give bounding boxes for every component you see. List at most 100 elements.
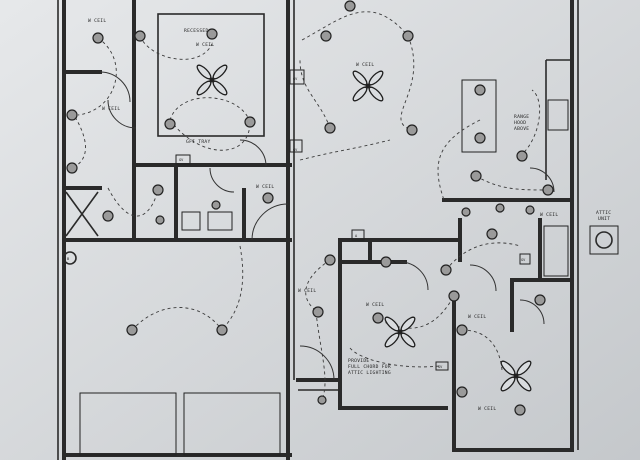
- panel-box-hall: [351, 229, 365, 241]
- fireplace-box: [289, 69, 305, 85]
- light-fixture: [448, 290, 460, 302]
- light-fixture: [66, 162, 78, 174]
- attic-unit-box: [589, 225, 619, 255]
- tray-ceiling-outline: [157, 13, 265, 137]
- walls: [57, 0, 619, 460]
- door-swing-bath2: [469, 264, 497, 292]
- wire-2: [71, 111, 86, 169]
- light-fixture: [164, 118, 176, 130]
- gv-box-bath: [519, 253, 531, 265]
- light-fixture: [474, 84, 486, 96]
- ceiling-label: W CEIL: [468, 314, 486, 320]
- wire-5: [169, 97, 251, 123]
- light-fixture: [134, 30, 146, 42]
- light-fixture: [495, 203, 505, 213]
- gfi-tray-label: GFI TRAY: [186, 139, 211, 145]
- wire-4: [169, 119, 251, 151]
- ceiling-label: W CEIL: [196, 42, 214, 48]
- annotations: W CEIL W CEIL RECESSED W CEIL GFI TRAY G…: [67, 18, 611, 412]
- wire-9: [301, 11, 409, 41]
- recessed-label: RECESSED: [184, 28, 209, 34]
- washer-box: [181, 211, 201, 231]
- attic-unit-circle: [595, 231, 613, 249]
- ceiling-label: W CEIL: [88, 18, 106, 24]
- light-fixture: [380, 256, 392, 268]
- wire-19: [461, 329, 503, 371]
- wire-13: [437, 119, 481, 201]
- wire-12: [299, 139, 391, 161]
- provide-note: PROVIDE: [348, 358, 369, 364]
- tag-label: B: [67, 257, 69, 261]
- water-heater: [63, 251, 77, 265]
- light-fixtures: [66, 0, 554, 416]
- light-fixture: [461, 207, 471, 217]
- light-fixture: [456, 386, 468, 398]
- gv-box-bedroom: [175, 154, 191, 165]
- door-swings: [99, 71, 555, 381]
- light-fixture: [206, 28, 218, 40]
- wire-20: [349, 347, 441, 368]
- wire-16: [305, 259, 331, 313]
- gv-label: GV: [521, 258, 526, 262]
- gv-label: GV: [293, 77, 298, 81]
- wire-11: [400, 35, 415, 131]
- wire-3: [139, 35, 213, 60]
- ceiling-label: W CEIL: [366, 302, 384, 308]
- ceiling-label: W CEIL: [102, 106, 120, 112]
- light-fixture: [486, 228, 498, 240]
- ceiling-label: W CEIL: [356, 62, 374, 68]
- ceiling-fan-icon: [352, 70, 384, 102]
- light-fixture: [344, 0, 356, 12]
- range-hood-label: RANGE: [514, 114, 529, 120]
- door-swing-hall: [107, 99, 137, 129]
- light-fixture: [244, 116, 256, 128]
- wire-15: [475, 175, 549, 191]
- ceiling-fan-icon: [196, 64, 228, 96]
- wire-8: [131, 307, 223, 331]
- ceiling-label: W CEIL: [478, 406, 496, 412]
- light-fixture: [211, 200, 221, 210]
- range-box: [547, 99, 569, 131]
- door-swing-bedroom: [239, 139, 267, 167]
- tag-label: A: [355, 234, 358, 238]
- provide-note: FULL CHORD FOR: [348, 364, 391, 370]
- gv-label: GV: [438, 365, 443, 369]
- ceiling-label: W CEIL: [298, 288, 316, 294]
- light-fixture: [92, 32, 104, 44]
- light-fixture: [514, 404, 526, 416]
- gv-box-bedroom3: [435, 361, 449, 371]
- light-fixture: [525, 205, 535, 215]
- range-hood-label: ABOVE: [514, 126, 529, 132]
- wire-1: [77, 37, 117, 116]
- light-fixture: [474, 132, 486, 144]
- light-fixture: [406, 124, 418, 136]
- door-swing-entry: [299, 345, 335, 381]
- light-fixture: [440, 264, 452, 276]
- light-fixture: [542, 184, 554, 196]
- light-fixture: [470, 170, 482, 182]
- light-fixture: [534, 294, 546, 306]
- wire-6: [107, 187, 159, 217]
- wiring: [71, 11, 549, 401]
- door-swing-laundry: [209, 167, 235, 193]
- wire-10: [299, 59, 331, 129]
- door-swing-pantry: [529, 167, 555, 193]
- door-swing-garage: [251, 203, 289, 241]
- attic-unit-label: ATTIC: [596, 210, 611, 216]
- ceiling-fan-icon: [384, 316, 416, 348]
- closet-x-2: [65, 191, 99, 237]
- light-fixture: [324, 254, 336, 266]
- dryer-box: [207, 211, 233, 231]
- light-fixture: [402, 30, 414, 42]
- gv-box-center: [289, 139, 303, 153]
- garage-door-left: [79, 392, 177, 456]
- light-fixture: [126, 324, 138, 336]
- light-fixture: [262, 192, 274, 204]
- light-fixture: [320, 30, 332, 42]
- attic-unit-label: UNIT: [598, 216, 610, 222]
- ceiling-fans: [196, 64, 532, 392]
- light-fixture: [324, 122, 336, 134]
- ceiling-fan-icon: [500, 360, 532, 392]
